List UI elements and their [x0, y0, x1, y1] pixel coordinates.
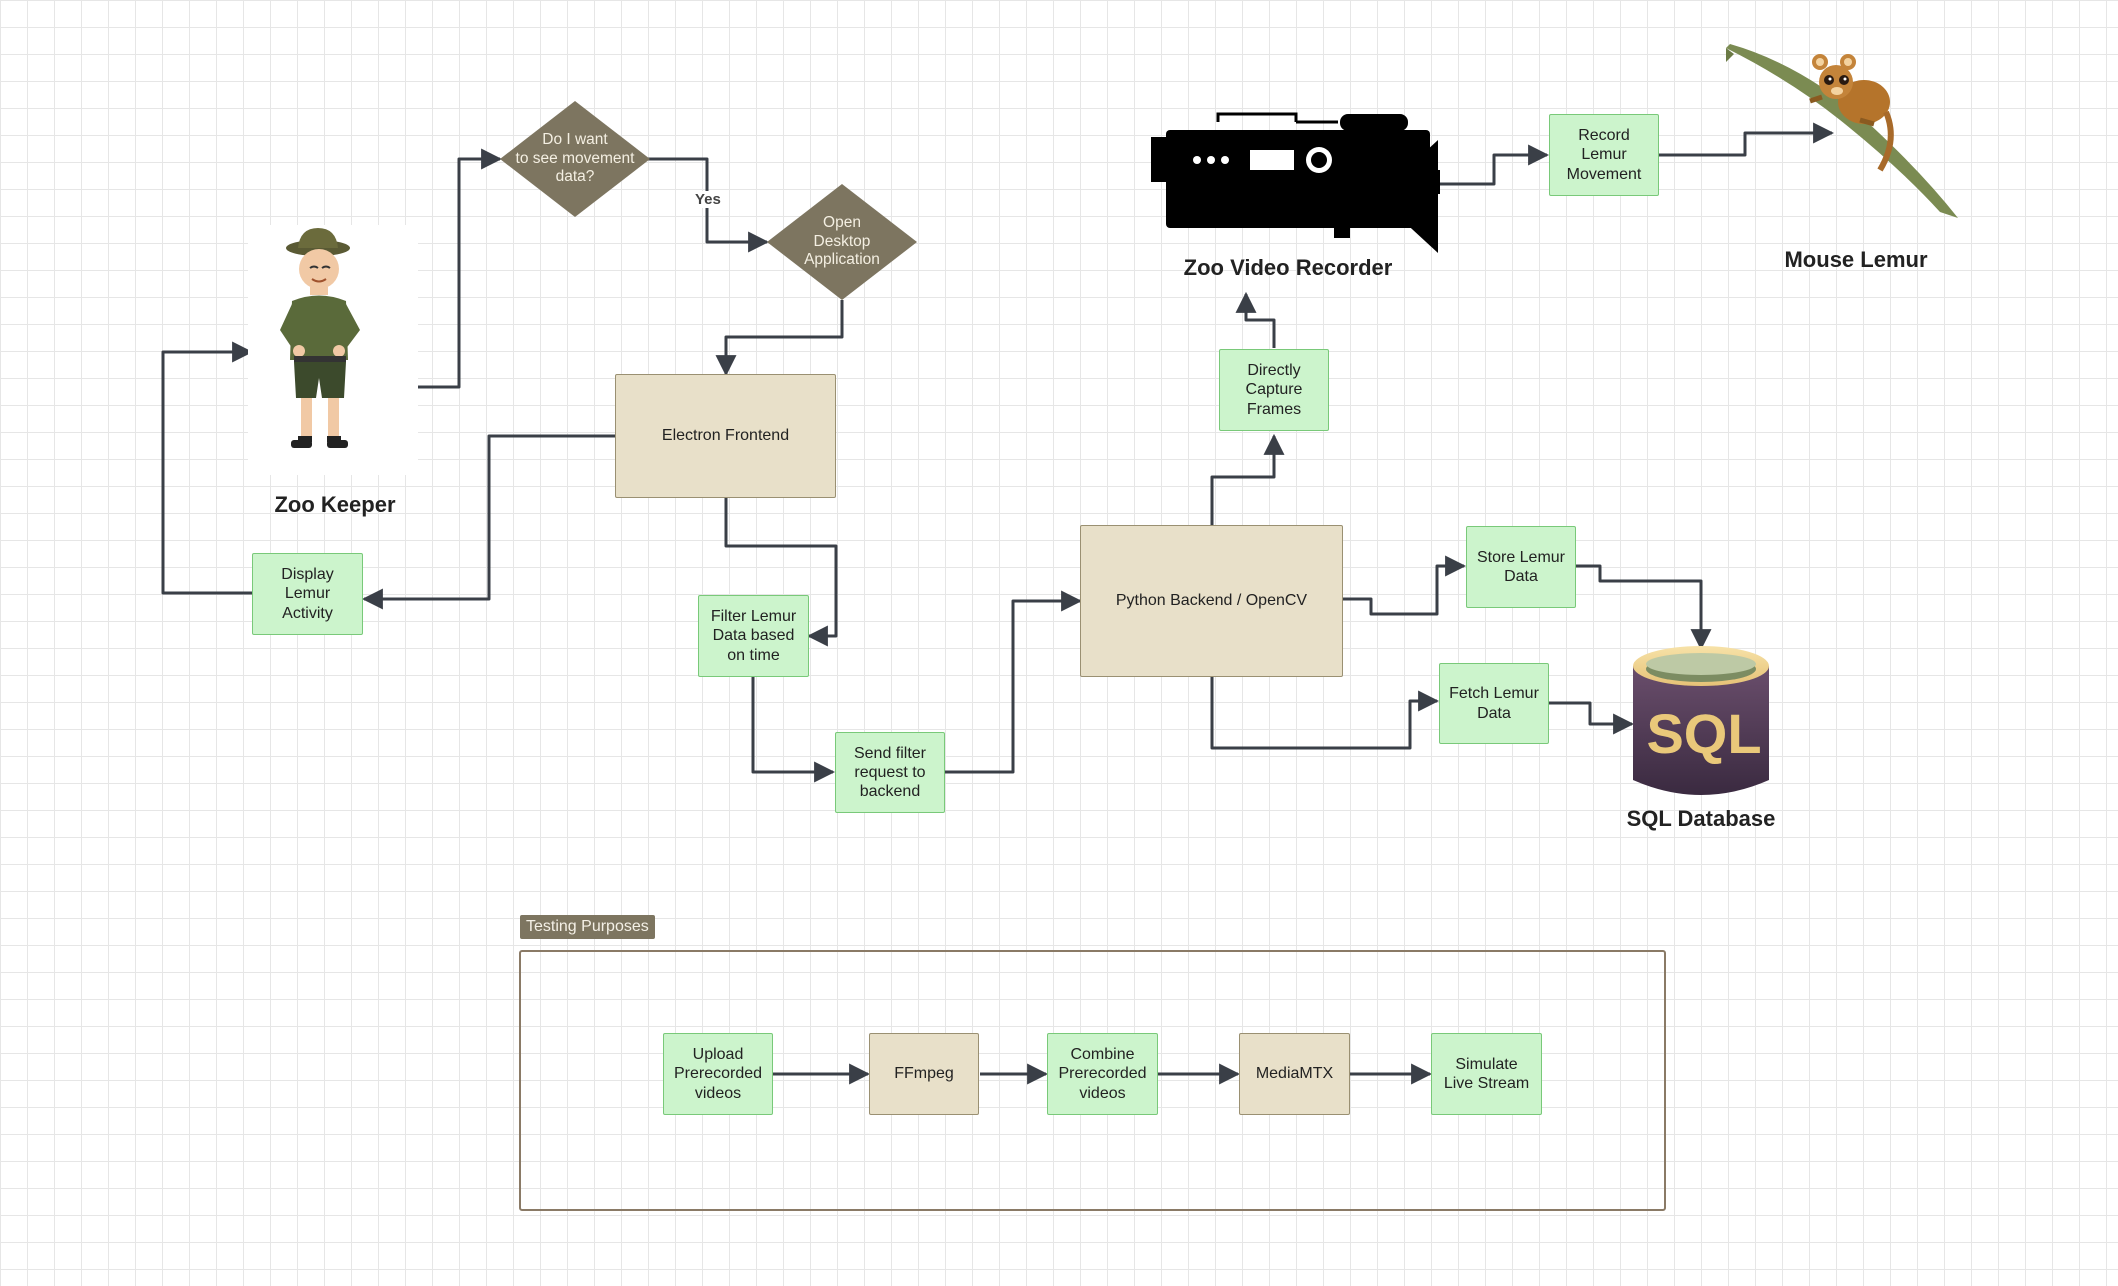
- filter-lemur-data-node[interactable]: Filter Lemur Data based on time: [698, 595, 809, 677]
- testing-purposes-container[interactable]: [519, 950, 1666, 1211]
- record-lemur-movement-node[interactable]: Record Lemur Movement: [1549, 114, 1659, 196]
- edge-keeper-to-decision: [417, 148, 503, 389]
- mouse-lemur-label: Mouse Lemur: [1784, 247, 1928, 272]
- ffmpeg-node[interactable]: FFmpeg: [869, 1033, 979, 1115]
- testing-purposes-tag: Testing Purposes: [520, 915, 655, 939]
- electron-frontend-node[interactable]: Electron Frontend: [615, 374, 836, 498]
- zoo-keeper-label: Zoo Keeper: [274, 492, 396, 517]
- sql-database-label: SQL Database: [1626, 806, 1776, 831]
- combine-prerecorded-node[interactable]: Combine Prerecorded videos: [1047, 1033, 1158, 1115]
- mouse-lemur-illustration: [1726, 44, 1958, 218]
- upload-prerecorded-node[interactable]: Upload Prerecorded videos: [663, 1033, 773, 1115]
- decision-diamond[interactable]: [500, 101, 650, 217]
- edge-record-to-lemur: [1659, 122, 1835, 157]
- sql-logo-text: SQL: [1646, 702, 1761, 765]
- display-lemur-activity-node[interactable]: Display Lemur Activity: [252, 553, 363, 635]
- edge-fetch-to-sql: [1549, 701, 1635, 735]
- decision-movement-label: Do I want to see movement data?: [515, 131, 635, 186]
- zoo-keeper-illustration: [248, 225, 418, 475]
- yes-edge-label: Yes: [693, 191, 723, 208]
- edge-python-to-fetch: [1210, 677, 1440, 750]
- zoo-video-recorder-label: Zoo Video Recorder: [1183, 255, 1393, 280]
- python-backend-node[interactable]: Python Backend / OpenCV: [1080, 525, 1343, 677]
- send-filter-request-node[interactable]: Send filter request to backend: [835, 732, 945, 813]
- edge-electron-to-filter: [724, 498, 838, 647]
- sql-database-icon: SQL: [1633, 646, 1769, 795]
- mediamtx-node[interactable]: MediaMTX: [1239, 1033, 1350, 1115]
- edge-store-to-sql: [1576, 564, 1712, 651]
- edge-python-to-capture: [1210, 433, 1285, 525]
- edge-electron-to-display: [361, 434, 615, 610]
- edge-filter-to-send: [751, 677, 836, 783]
- store-lemur-data-node[interactable]: Store Lemur Data: [1466, 526, 1576, 608]
- edge-recorder-to-record: [1440, 144, 1550, 186]
- video-camera-icon: [1151, 112, 1440, 253]
- edge-python-to-store: [1343, 555, 1467, 616]
- edge-send-to-python: [945, 590, 1083, 774]
- edge-display-to-keeper: [161, 341, 254, 595]
- edge-capture-to-recorder: [1235, 291, 1276, 348]
- fetch-lemur-data-node[interactable]: Fetch Lemur Data: [1439, 663, 1549, 744]
- simulate-live-stream-node[interactable]: Simulate Live Stream: [1431, 1033, 1542, 1115]
- open-desktop-label: Open Desktop Application: [804, 214, 880, 269]
- edge-open-to-electron: [715, 300, 844, 377]
- directly-capture-frames-node[interactable]: Directly Capture Frames: [1219, 349, 1329, 431]
- open-desktop-diamond[interactable]: [767, 184, 917, 300]
